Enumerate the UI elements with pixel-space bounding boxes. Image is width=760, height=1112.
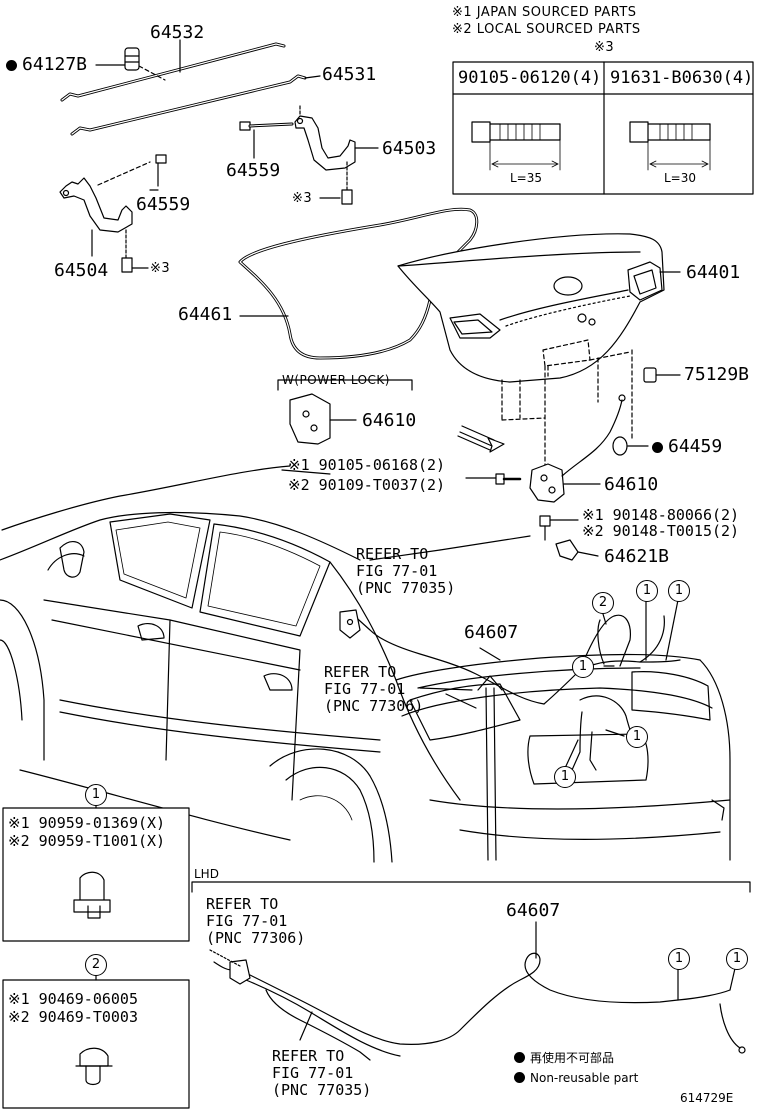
callout-1: 1 xyxy=(636,580,658,602)
non-reusable-dot-icon xyxy=(514,1052,525,1063)
label-ref3-b: ※3 xyxy=(150,261,171,276)
label-64504: 64504 xyxy=(54,260,109,281)
arrow-to-latch xyxy=(457,425,505,453)
callout-1: 1 xyxy=(626,726,648,748)
bolt-length-2: L=30 xyxy=(664,171,697,185)
non-reusable-dot-icon xyxy=(6,60,17,71)
label-bolt-local: ※2 90109-T0037(2) xyxy=(288,476,446,494)
label-64401: 64401 xyxy=(686,262,741,283)
legend-non-reusable-jp: 再使用不可部品 xyxy=(514,1052,614,1064)
label-64610-power: 64610 xyxy=(362,410,417,431)
bolt-64559-lower xyxy=(149,154,167,191)
car-body xyxy=(0,465,731,863)
non-reusable-dot-icon xyxy=(652,442,663,453)
callout-leaders xyxy=(565,599,679,767)
note-japan-sourced: ※1 JAPAN SOURCED PARTS xyxy=(452,5,637,20)
label-bolt-japan: ※1 90105-06168(2) xyxy=(288,456,446,474)
note-ref3: ※3 xyxy=(594,40,615,55)
cap-75129B xyxy=(643,367,681,383)
label-64531: 64531 xyxy=(322,64,377,85)
label-75129B: 75129B xyxy=(684,364,750,385)
label-64559-lower: 64559 xyxy=(136,194,191,215)
label-64532: 64532 xyxy=(150,22,205,43)
label-screw-japan: ※1 90148-80066(2) xyxy=(582,506,740,524)
switch-64621B xyxy=(439,515,599,561)
label-screw-local: ※2 90148-T0015(2) xyxy=(582,522,740,540)
grommet-64459 xyxy=(612,436,649,456)
bolt-length-1: L=35 xyxy=(510,171,543,185)
hinge-64503 xyxy=(294,105,379,205)
clamp-2-local: ※2 90469-T0003 xyxy=(8,1008,138,1026)
trunk-lid-64401 xyxy=(397,233,681,471)
bolt-64559-top xyxy=(239,121,294,159)
label-lhd: LHD xyxy=(194,867,219,881)
torsion-bar-64532 xyxy=(60,39,286,102)
callout-1: 1 xyxy=(572,656,594,678)
legend-non-reusable-en: Non-reusable part xyxy=(514,1072,638,1084)
label-64610: 64610 xyxy=(604,474,659,495)
label-64607-lhd: 64607 xyxy=(506,900,561,921)
label-64621B: 64621B xyxy=(604,546,670,567)
callout-1: 1 xyxy=(726,948,748,970)
power-lock-box xyxy=(277,379,413,445)
non-reusable-dot-icon xyxy=(514,1072,525,1083)
bolt-table xyxy=(452,61,754,195)
latch-64610 xyxy=(529,394,626,503)
label-64607: 64607 xyxy=(464,622,519,643)
drawing-number: 614729E xyxy=(680,1091,734,1105)
clamp-1-local: ※2 90959-T1001(X) xyxy=(8,832,166,850)
label-64461: 64461 xyxy=(178,304,233,325)
label-64503: 64503 xyxy=(382,138,437,159)
clamp-2-japan: ※1 90469-06005 xyxy=(8,990,138,1008)
callout-1: 1 xyxy=(668,580,690,602)
callout-2: 2 xyxy=(592,592,614,614)
clamp-box-2 xyxy=(2,965,190,1109)
hinge-64504 xyxy=(59,161,151,273)
bolt-90105 xyxy=(281,469,522,485)
bolt-table-col1: 90105-06120(4) xyxy=(458,68,602,88)
label-64459: 64459 xyxy=(652,438,722,456)
bushing-64127B xyxy=(95,47,166,81)
lhd-section xyxy=(191,881,751,1061)
torsion-bar-64531 xyxy=(70,74,321,136)
label-64127B: 64127B xyxy=(6,56,87,74)
callout-1: 1 xyxy=(668,948,690,970)
bolt-table-col2: 91631-B0630(4) xyxy=(610,68,754,88)
clamp-box-1 xyxy=(2,794,190,942)
label-ref3-a: ※3 xyxy=(292,191,313,206)
callout-1: 1 xyxy=(554,766,576,788)
label-power-lock: W(POWER LOCK) xyxy=(282,373,390,387)
clamp-1-callout: 1 xyxy=(85,784,107,806)
note-local-sourced: ※2 LOCAL SOURCED PARTS xyxy=(452,22,641,37)
clamp-2-callout: 2 xyxy=(85,954,107,976)
label-64559-top: 64559 xyxy=(226,160,281,181)
clamp-1-japan: ※1 90959-01369(X) xyxy=(8,814,166,832)
